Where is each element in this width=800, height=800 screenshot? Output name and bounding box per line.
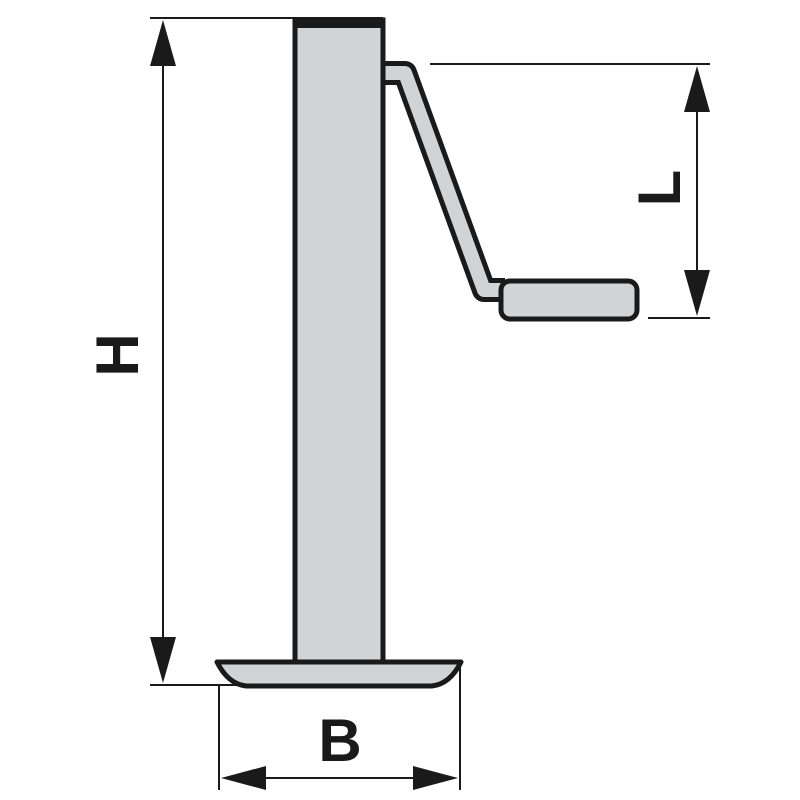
dimension-l <box>430 63 710 319</box>
foot-plate <box>214 659 464 689</box>
dimension-h <box>150 17 383 686</box>
crank-handle <box>498 278 640 322</box>
label-b: B <box>318 707 361 774</box>
jack-post <box>292 17 386 665</box>
crank-arm <box>380 61 505 302</box>
dimension-b <box>218 664 461 790</box>
label-l: L <box>626 170 693 207</box>
label-h: H <box>84 333 151 376</box>
